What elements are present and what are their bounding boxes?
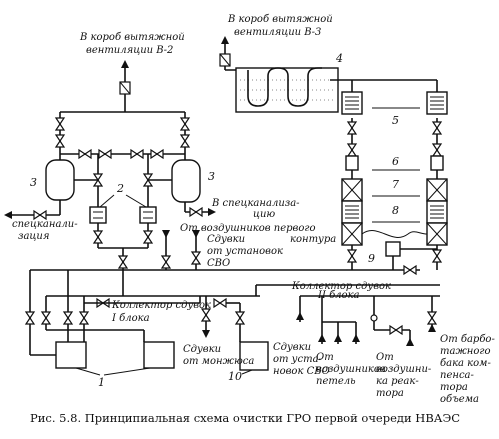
number-9: 9: [368, 252, 375, 265]
filters-2: [74, 154, 172, 249]
spec-in-line: [4, 200, 61, 220]
purge-monjus-label-1: Сдувки: [183, 344, 221, 355]
tank-3-right: [171, 152, 201, 203]
tank-interconnect: [60, 149, 185, 159]
purge-ust-label-1: Сдувки: [273, 342, 311, 353]
feed-lines: [118, 230, 201, 296]
number-5: 5: [392, 114, 399, 127]
from-air-first-label-1: От воздушников первого: [180, 223, 315, 234]
vent-b2-label-2: вентиляции В-2: [86, 45, 173, 56]
collector-1-line: [41, 295, 260, 338]
purge-sbo-label-2: от установок: [207, 246, 283, 257]
barb-label-5: тора: [440, 382, 468, 393]
number-2: 2: [116, 182, 124, 195]
purge-sbo-label-1: Сдувки: [207, 234, 245, 245]
number-7: 7: [392, 178, 399, 191]
number-4: 4: [335, 52, 343, 65]
vent-b2-branch: [55, 60, 190, 152]
number-1: 1: [98, 376, 105, 389]
number-3-left: 3: [30, 176, 37, 189]
spec-out-label-1: В спецканализа-: [211, 198, 300, 209]
collector-1-label-b: I блока: [111, 313, 150, 324]
spec-in-label-2: зация: [18, 231, 49, 242]
number-3-right: 3: [208, 170, 215, 183]
barb-label-2: тажного: [440, 346, 491, 357]
barb-label-1: От барбо-: [440, 334, 495, 345]
barb-label-3: бака ком-: [440, 358, 491, 369]
purification-train: [341, 91, 448, 270]
spec-out-label-2: цию: [253, 209, 275, 220]
spec-in-label-1: спецканали-: [12, 219, 78, 230]
figure-caption: Рис. 5.8. Принципиальная схема очистки Г…: [30, 411, 460, 425]
number-6: 6: [392, 155, 399, 168]
collector-2-line: [25, 269, 420, 330]
reactor-label-4: тора: [376, 388, 404, 399]
unit-10: [239, 330, 269, 375]
units-1: [29, 329, 175, 376]
vent-b3-label-2: вентиляции В-3: [234, 27, 321, 38]
air-loops-label-3: петель: [316, 376, 356, 387]
collector-1-label: Коллектор сдувок: [111, 300, 211, 311]
collector-2-label-b: II блока: [317, 290, 360, 301]
vent-b3-trap-4: [219, 36, 438, 113]
reactor-label-1: От: [376, 352, 394, 363]
purge-ust-label-2: от уста-: [273, 354, 323, 365]
air-loops-label-1: От: [316, 352, 334, 363]
collector-2-drops: [255, 284, 440, 346]
number-8: 8: [392, 204, 399, 217]
air-loops-label-2: воздушников: [316, 364, 386, 375]
tank-3-left: [45, 152, 75, 201]
vent-b3-label-1: В короб вытяжной: [227, 14, 333, 25]
purge-sbo-label-3: СВО: [207, 258, 230, 269]
reactor-label-3: ка реак-: [376, 376, 419, 387]
collector-2-label: Коллектор сдувок: [291, 281, 391, 292]
spec-out-line: [184, 202, 216, 217]
unit-9: [385, 241, 437, 275]
purge-monjus-label-2: от монжюса: [183, 356, 254, 367]
reactor-label-2: воздушни-: [376, 364, 432, 375]
number-10: 10: [228, 370, 242, 383]
purge-ust-label-3: новок СВО: [273, 366, 330, 377]
barb-label-6: объема: [440, 394, 479, 405]
vent-b2-label-1: В короб вытяжной: [79, 32, 185, 43]
barb-label-4: пенса-: [440, 370, 475, 381]
from-air-first-label-2: контура: [290, 234, 336, 245]
